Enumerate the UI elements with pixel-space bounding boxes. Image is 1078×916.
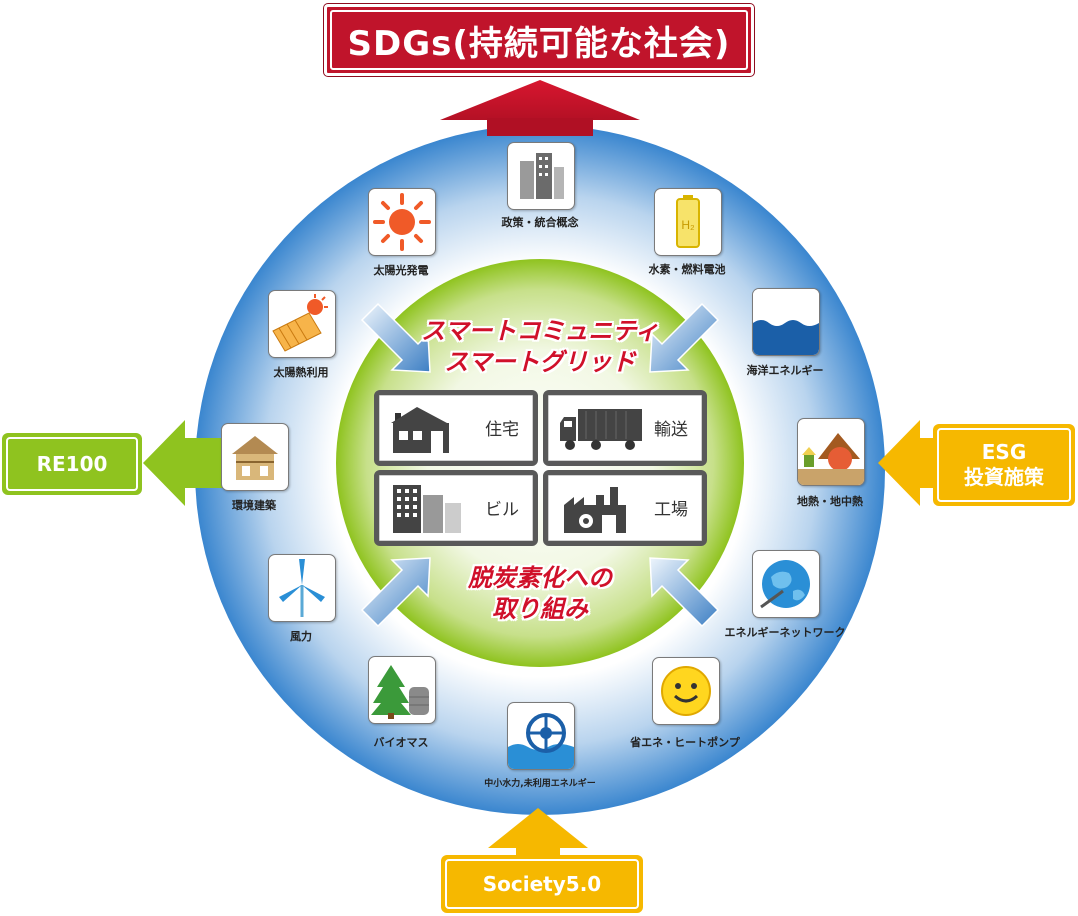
inward-arrows <box>360 302 720 628</box>
esg-label: ESG 投資施策 <box>937 428 1071 502</box>
wind-label: 風力 <box>290 630 312 643</box>
house-icon <box>391 407 449 453</box>
wind-icon <box>268 554 336 622</box>
geothermal-icon <box>797 418 865 486</box>
building-env-icon <box>221 423 289 491</box>
panel-transport: 輸送 <box>543 390 707 466</box>
ocean-label: 海洋エネルギー <box>746 364 824 377</box>
esg-box: ESG 投資施策 <box>933 424 1075 506</box>
solar-thermal-label: 太陽熱利用 <box>273 366 329 379</box>
factory-label: 工場 <box>654 500 688 520</box>
inner-circle <box>336 259 744 667</box>
heatpump-label: 省エネ・ヒートポンプ <box>630 736 740 749</box>
re100-box: RE100 <box>2 433 142 495</box>
heading-bottom-line1: 脱炭素化への <box>468 564 612 592</box>
hydro-label: 中小水力,未利用エネルギー <box>484 779 596 789</box>
geothermal-label: 地熱・地中熱 <box>797 495 863 508</box>
office-building-icon <box>393 485 461 533</box>
left-arrow <box>143 420 225 506</box>
panel-house: 住宅 <box>374 390 538 466</box>
building-label: ビル <box>485 500 519 520</box>
decarbonization-heading: 脱炭素化への 取り組み <box>390 563 690 625</box>
transport-label: 輸送 <box>654 420 688 440</box>
solar-pv-icon <box>368 188 436 256</box>
sdgs-title: SDGs(持続可能な社会) <box>330 10 748 70</box>
biomass-label: バイオマス <box>373 736 429 749</box>
right-arrow <box>878 420 940 506</box>
esg-line1: ESG <box>981 440 1027 464</box>
hydrogen-label: 水素・燃料電池 <box>648 263 726 276</box>
hydrogen-icon: H₂ <box>654 188 722 256</box>
heading-top-line1: スマートコミュニティ <box>421 317 659 345</box>
smart-community-heading: スマートコミュニティ スマートグリッド <box>390 316 690 378</box>
re100-label: RE100 <box>6 437 138 491</box>
svg-text:H₂: H₂ <box>681 218 695 232</box>
network-icon <box>752 550 820 618</box>
panel-factory: 工場 <box>543 470 707 546</box>
heading-top-line2: スマートグリッド <box>444 348 636 377</box>
truck-icon <box>560 409 642 450</box>
policy-label: 政策・統合概念 <box>501 216 579 229</box>
network-label: エネルギーネットワーク <box>724 626 846 639</box>
ocean-icon <box>752 288 820 356</box>
up-arrow-stem <box>487 118 593 136</box>
society50-label: Society5.0 <box>445 859 639 909</box>
hydro-icon <box>507 702 575 770</box>
heading-bottom-line2: 取り組み <box>492 595 588 624</box>
bottom-arrow <box>488 808 588 860</box>
esg-line2: 投資施策 <box>964 465 1044 489</box>
policy-icon <box>507 142 575 210</box>
house-label: 住宅 <box>485 420 519 440</box>
building-env-label: 環境建築 <box>232 499 276 512</box>
biomass-icon <box>368 656 436 724</box>
society50-box: Society5.0 <box>441 855 643 913</box>
solar-pv-label: 太陽光発電 <box>373 264 429 277</box>
sdgs-box: SDGs(持続可能な社会) <box>324 4 754 76</box>
panel-building: ビル <box>374 470 538 546</box>
factory-icon <box>564 487 626 533</box>
solar-thermal-icon <box>268 290 336 358</box>
heatpump-icon <box>652 657 720 725</box>
